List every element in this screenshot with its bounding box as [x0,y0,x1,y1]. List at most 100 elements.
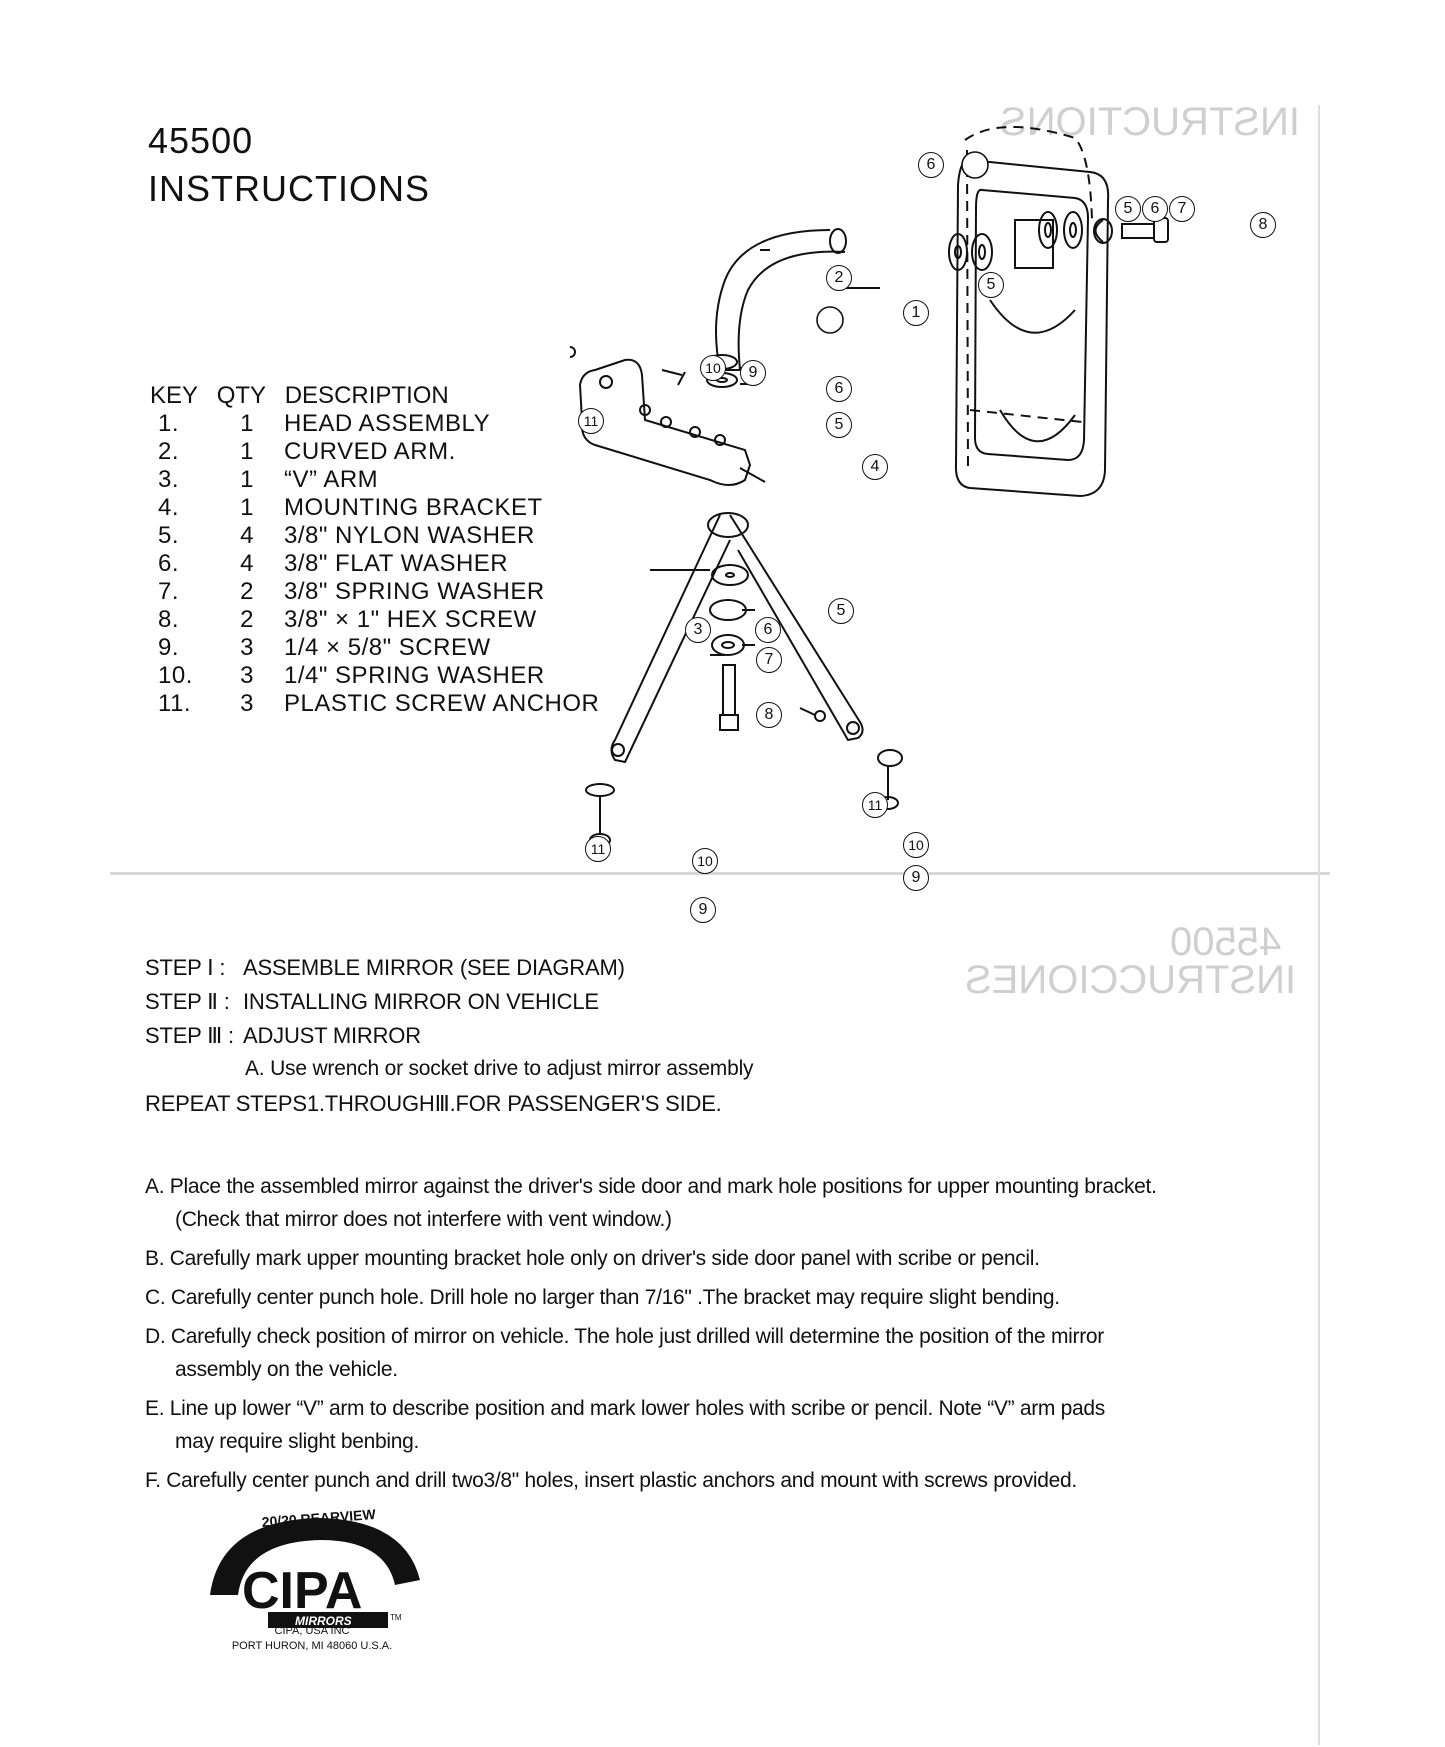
part-key: 1. [158,410,180,437]
step-3-sub: A. Use wrench or socket drive to adjust … [245,1057,754,1080]
callout-4: 4 [862,454,888,480]
part-description: 1/4" SPRING WASHER [284,662,545,689]
callout-7-v: 7 [756,647,782,673]
steps-section: STEP Ⅰ : ASSEMBLE MIRROR (SEE DIAGRAM) ST… [145,955,754,1125]
step-1-text: ASSEMBLE MIRROR (SEE DIAGRAM) [243,955,625,980]
callout-11-v-right: 11 [862,792,888,818]
callout-10-v-right: 10 [903,832,929,858]
part-qty: 1 [240,466,254,493]
part-qty: 2 [240,578,254,605]
part-key: 5. [158,522,180,549]
instruction-d-line2: assembly on the vehicle. [175,1358,398,1381]
part-description: “V” ARM [284,466,379,493]
instruction-e-line2: may require slight benbing. [175,1430,420,1453]
step-1-label: STEP Ⅰ : [145,955,226,980]
instruction-d: D. Carefully check position of mirror on… [145,1320,1275,1386]
part-number: 45500 [148,120,254,161]
instruction-e-line1: E. Line up lower “V” arm to describe pos… [145,1397,1105,1420]
curved-arm-drawing [715,228,847,371]
part-description: 1/4 × 5/8" SCREW [284,634,491,661]
part-description: 3/8" × 1" HEX SCREW [284,606,537,633]
part-qty: 1 [240,438,254,465]
cipa-logo: 20/20 REARVIEW CIPA MIRRORS TM [210,1506,420,1628]
instruction-e: E. Line up lower “V” arm to describe pos… [145,1392,1275,1458]
head-assembly-drawing [948,126,1110,498]
callout-7-right: 7 [1169,196,1195,222]
step-3: STEP Ⅲ : ADJUST MIRROR [145,1023,753,1057]
instruction-d-line1: D. Carefully check position of mirror on… [145,1325,1104,1348]
page-edge-right [1318,105,1320,1745]
part-key: 9. [158,634,180,661]
company-name: CIPA, USA INC [274,1625,350,1637]
part-key: 2. [158,438,180,465]
callout-5-right: 5 [1115,196,1141,222]
callout-5-bracket: 5 [826,412,852,438]
part-description: MOUNTING BRACKET [284,494,543,521]
callout-10-bracket: 10 [700,355,726,381]
callout-6-head: 6 [918,152,944,178]
part-qty: 2 [240,606,254,633]
callout-10-v-left: 10 [692,848,718,874]
page-title: INSTRUCTIONS [148,168,430,209]
part-description: CURVED ARM. [284,438,456,465]
part-description: 3/8" SPRING WASHER [284,578,545,605]
callout-5-head: 5 [978,272,1004,298]
installation-instructions: A. Place the assembled mirror against th… [145,1170,1275,1503]
key-header: KEY [150,382,199,409]
part-qty: 1 [240,410,254,437]
parts-list-header: KEY QTY DESCRIPTION [150,382,449,410]
part-key: 11. [158,690,192,717]
part-qty: 3 [240,634,254,661]
part-qty: 3 [240,662,254,689]
step-3-label: STEP Ⅲ : [145,1023,234,1048]
fold-line-upper [110,872,1330,875]
callout-8-v: 8 [756,702,782,728]
callout-6-right: 6 [1142,196,1168,222]
instruction-c: C. Carefully center punch hole. Drill ho… [145,1286,1060,1309]
logo-tagline: MIRRORS [295,1614,352,1628]
callout-2: 2 [826,265,852,291]
part-key: 6. [158,550,180,577]
part-key: 10. [158,662,193,689]
step-2: STEP Ⅱ : INSTALLING MIRROR ON VEHICLE [145,989,753,1023]
callout-6-bracket: 6 [826,376,852,402]
callout-5-v: 5 [828,598,854,624]
svg-text:TM: TM [390,1613,402,1622]
part-key: 7. [158,578,180,605]
part-qty: 3 [240,690,254,717]
instruction-f: F. Carefully center punch and drill two3… [145,1469,1077,1492]
callout-9-v-left: 9 [690,897,716,923]
instruction-a-line2: (Check that mirror does not interfere wi… [175,1208,672,1231]
callout-6-v: 6 [755,617,781,643]
callout-9-v-right: 9 [903,865,929,891]
part-description: HEAD ASSEMBLY [284,410,491,437]
instruction-b: B. Carefully mark upper mounting bracket… [145,1247,1040,1270]
callout-1: 1 [903,300,929,326]
part-qty: 4 [240,550,254,577]
callout-11-v-left: 11 [585,836,611,862]
description-header: DESCRIPTION [284,382,449,409]
mounting-bracket-drawing [578,358,752,486]
part-description: PLASTIC SCREW ANCHOR [284,690,600,717]
part-qty: 4 [240,522,254,549]
step-1: STEP Ⅰ : ASSEMBLE MIRROR (SEE DIAGRAM) [145,955,753,989]
part-key: 8. [158,606,180,633]
step-2-label: STEP Ⅱ : [145,989,230,1014]
part-key: 3. [158,466,180,493]
step-3-text: ADJUST MIRROR [243,1023,421,1048]
assembly-diagram [570,126,1169,847]
repeat-note: REPEAT STEPS1.THROUGHⅢ.FOR PASSENGER'S S… [145,1091,722,1116]
company-address: PORT HURON, MI 48060 U.S.A. [231,1640,393,1652]
callout-3: 3 [685,617,711,643]
part-description: 3/8" NYLON WASHER [284,522,535,549]
v-arm-drawing [610,512,864,764]
step-2-text: INSTALLING MIRROR ON VEHICLE [243,989,599,1014]
logo-brand: CIPA [242,1562,362,1620]
part-description: 3/8" FLAT WASHER [284,550,509,577]
bleed-through-heading-es: INSTRUCCIONES [965,958,1297,1002]
part-qty: 1 [240,494,254,521]
callout-8-right: 8 [1250,212,1276,238]
instruction-a: A. Place the assembled mirror against th… [145,1170,1275,1236]
qty-header: QTY [216,382,267,409]
